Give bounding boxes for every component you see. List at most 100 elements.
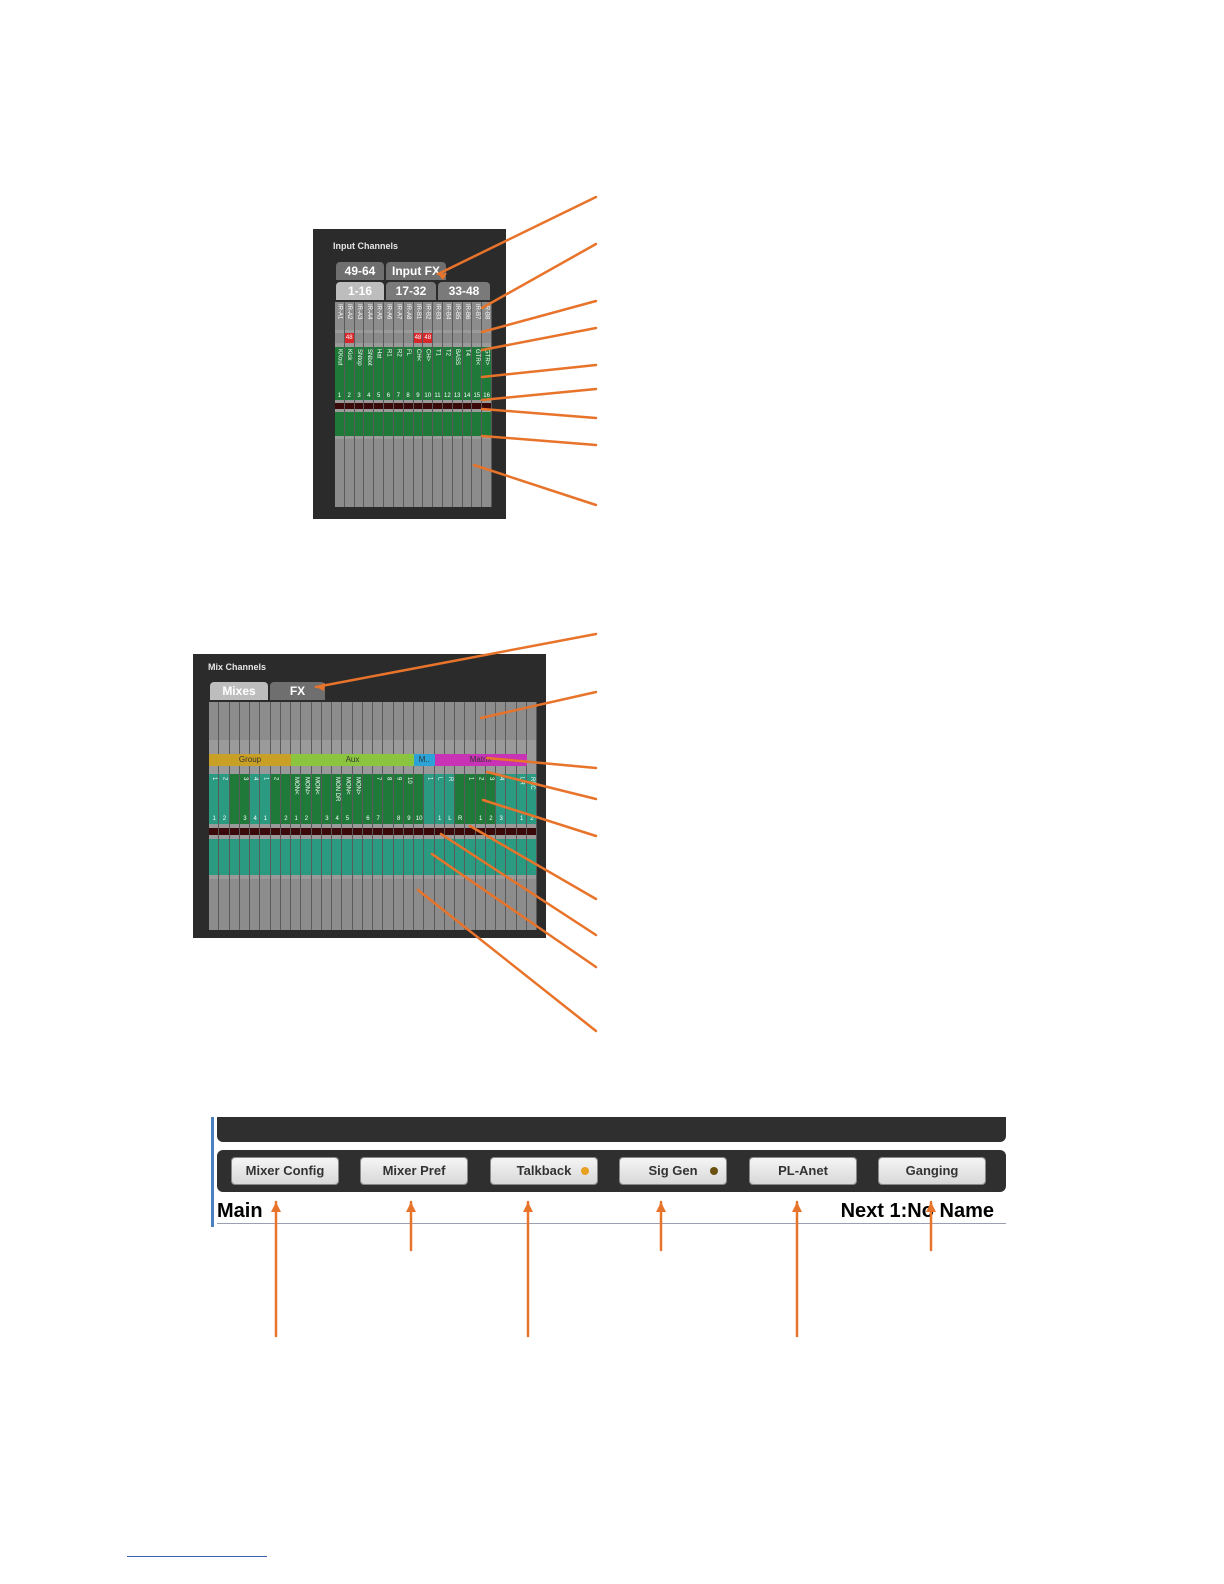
mix-mute-indicator[interactable] [362,828,372,835]
mix-strip[interactable] [260,702,271,930]
fader-cell[interactable] [354,412,364,436]
mix-fader-cell[interactable] [362,839,372,875]
mute-indicator[interactable] [442,403,452,409]
mix-fader-cell[interactable] [270,839,280,875]
mix-strip[interactable] [239,702,250,930]
mix-fader-cell[interactable] [301,839,311,875]
mix-fader-cell[interactable] [383,839,393,875]
mix-fader-cell[interactable] [393,839,403,875]
mix-strip[interactable] [342,702,353,930]
mute-indicator[interactable] [374,403,384,409]
mix-fader-cell[interactable] [455,839,465,875]
mix-fader-cell[interactable] [465,839,475,875]
sig-gen-button[interactable]: Sig Gen [620,1158,726,1184]
mute-indicator[interactable] [354,403,364,409]
fader-cell[interactable] [462,412,472,436]
mix-mute-indicator[interactable] [291,828,301,835]
mix-fader-cell[interactable] [291,839,301,875]
mute-indicator[interactable] [384,403,393,409]
mix-mute-indicator[interactable] [393,828,403,835]
mix-strip[interactable] [280,702,291,930]
mix-mute-indicator[interactable] [311,828,321,835]
mix-mute-indicator[interactable] [250,828,260,835]
pl-anet-button[interactable]: PL-Anet [750,1158,856,1184]
mix-fader-cell[interactable] [373,839,383,875]
mix-mute-indicator[interactable] [373,828,383,835]
mute-indicator[interactable] [364,403,374,409]
mix-mute-indicator[interactable] [332,828,342,835]
mix-strip[interactable] [465,702,476,930]
fader-cell[interactable] [393,412,403,436]
mix-fader-cell[interactable] [209,839,219,875]
mix-mute-indicator[interactable] [383,828,393,835]
mix-mute-indicator[interactable] [219,828,229,835]
mute-indicator[interactable] [482,403,491,409]
mix-fader-cell[interactable] [526,839,536,875]
fader-cell[interactable] [403,412,413,436]
mix-mute-indicator[interactable] [444,828,454,835]
mute-indicator[interactable] [423,403,433,409]
mix-mute-indicator[interactable] [465,828,475,835]
mute-indicator[interactable] [335,403,344,409]
mix-strip[interactable] [352,702,363,930]
mix-strip[interactable] [321,702,332,930]
mixer-config-button[interactable]: Mixer Config [232,1158,338,1184]
mix-fader-cell[interactable] [250,839,260,875]
mute-indicator[interactable] [462,403,472,409]
mix-strip[interactable] [455,702,466,930]
mix-fader-cell[interactable] [475,839,485,875]
mix-strip[interactable] [373,702,384,930]
fader-cell[interactable] [433,412,442,436]
fader-cell[interactable] [452,412,462,436]
mix-fader-cell[interactable] [434,839,444,875]
mix-strip[interactable] [496,702,507,930]
fader-cell[interactable] [482,412,491,436]
mix-fader-cell[interactable] [229,839,239,875]
mix-strip[interactable] [444,702,455,930]
mix-fader-cell[interactable] [403,839,413,875]
mix-fader-cell[interactable] [496,839,506,875]
mix-fader-cell[interactable] [444,839,454,875]
fader-cell[interactable] [374,412,384,436]
mix-strip[interactable] [250,702,261,930]
tab-mixes[interactable]: Mixes [210,682,268,700]
mute-indicator[interactable] [393,403,403,409]
mix-mute-indicator[interactable] [321,828,331,835]
mix-fader-cell[interactable] [219,839,229,875]
mix-strip[interactable] [219,702,230,930]
tab-1-16[interactable]: 1-16 [336,282,384,300]
fader-cell[interactable] [384,412,393,436]
mix-strip[interactable] [301,702,312,930]
mute-indicator[interactable] [403,403,413,409]
fader-cell[interactable] [442,412,452,436]
mix-strip[interactable] [506,702,517,930]
mute-indicator[interactable] [344,403,354,409]
tab-33-48[interactable]: 33-48 [438,282,490,300]
mix-mute-indicator[interactable] [434,828,444,835]
fader-cell[interactable] [364,412,374,436]
mix-mute-indicator[interactable] [516,828,526,835]
mix-mute-indicator[interactable] [280,828,290,835]
mix-strip[interactable] [229,702,240,930]
talkback-button[interactable]: Talkback [491,1158,597,1184]
fader-cell[interactable] [423,412,433,436]
mix-strip[interactable] [209,702,220,930]
tab-fx[interactable]: FX [270,682,325,700]
mix-mute-indicator[interactable] [301,828,311,835]
mute-indicator[interactable] [413,403,423,409]
mix-mute-indicator[interactable] [209,828,219,835]
fader-cell[interactable] [344,412,354,436]
mix-strip[interactable] [270,702,281,930]
mix-mute-indicator[interactable] [414,828,424,835]
mix-mute-indicator[interactable] [229,828,239,835]
mix-fader-cell[interactable] [239,839,249,875]
mix-fader-cell[interactable] [260,839,270,875]
fader-cell[interactable] [335,412,344,436]
mix-strip[interactable] [332,702,343,930]
